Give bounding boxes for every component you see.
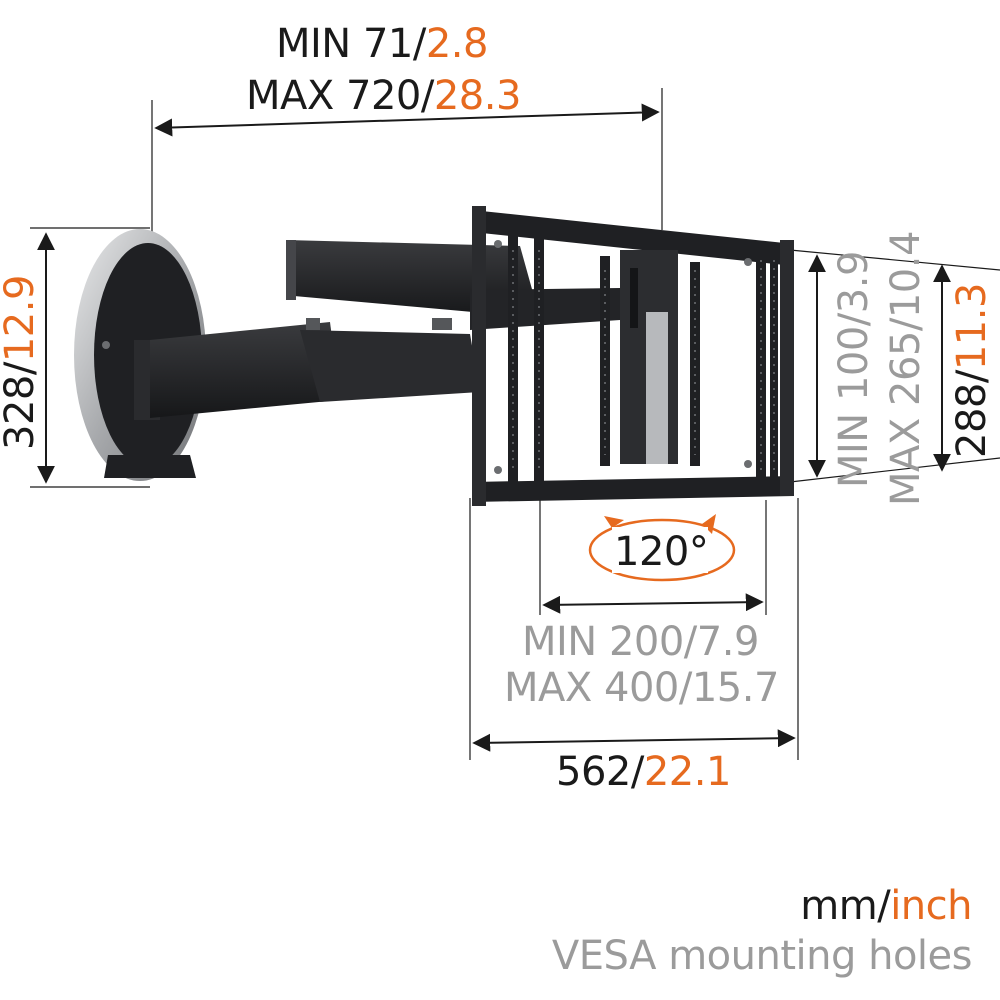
- frame-height-in: 11.3: [949, 283, 995, 371]
- vesa-vertical-min-mm: MIN 100: [831, 326, 877, 488]
- vesa-vertical-max-sep: /: [883, 318, 929, 332]
- reach-max-mm: MAX 720: [246, 73, 421, 119]
- rotation-label: 120°: [614, 529, 709, 575]
- tv-mounting-frame: [472, 206, 794, 506]
- reach-max-label: MAX 720/28.3: [246, 76, 521, 116]
- vesa-vertical-min-sep: /: [831, 313, 877, 327]
- reach-min-mm: MIN 71: [276, 21, 413, 67]
- rotation-indicator: [588, 514, 736, 582]
- vesa-note: VESA mounting holes: [551, 933, 973, 979]
- frame-height-label: 288/11.3: [949, 283, 995, 458]
- reach-min-in: 2.8: [425, 21, 489, 67]
- frame-width-mm: 562: [556, 749, 631, 795]
- units-legend: mm/inch: [800, 886, 972, 926]
- vesa-vertical-max-label: MAX 265/10.4: [883, 231, 929, 506]
- vesa-vertical-max-in: 10.4: [883, 231, 929, 319]
- frame-width-in: 22.1: [643, 749, 732, 795]
- frame-width-sep: /: [630, 749, 644, 795]
- vesa-horizontal-max-mm: MAX 400: [504, 665, 679, 711]
- reach-max-sep: /: [420, 73, 434, 119]
- vesa-horizontal-min-sep: /: [683, 619, 697, 665]
- vesa-horizontal-max-in: 15.7: [691, 665, 780, 711]
- frame-height-sep: /: [949, 370, 995, 384]
- vesa-horizontal-min-in: 7.9: [696, 619, 760, 665]
- unit-mm: mm: [800, 883, 878, 929]
- vesa-vertical-min-in: 3.9: [831, 251, 877, 314]
- reach-min-sep: /: [412, 21, 426, 67]
- dimension-arrows: [37, 103, 951, 752]
- vesa-vertical-max-mm: MAX 265: [883, 331, 929, 506]
- frame-height-mm: 288: [949, 383, 995, 458]
- vesa-horizontal-min-mm: MIN 200: [522, 619, 684, 665]
- articulating-arm: [150, 240, 620, 418]
- vesa-horizontal-max-label: MAX 400/15.7: [504, 668, 779, 708]
- unit-inch: inch: [890, 883, 972, 929]
- vesa-horizontal-line: [542, 593, 764, 614]
- vesa-horizontal-min-label: MIN 200/7.9: [522, 622, 759, 662]
- reach-max-in: 28.3: [433, 73, 522, 119]
- wall-plate-height-sep: /: [0, 362, 43, 376]
- frame-width-line: [472, 729, 796, 752]
- wall-plate-height-mm: 328: [0, 375, 43, 450]
- reach-min-label: MIN 71/2.8: [276, 24, 488, 64]
- vesa-vertical-min-label: MIN 100/3.9: [831, 251, 877, 488]
- frame-width-label: 562/22.1: [556, 752, 731, 792]
- vesa-horizontal-max-sep: /: [678, 665, 692, 711]
- wall-plate-height-in: 12.9: [0, 275, 43, 363]
- unit-sep: /: [877, 883, 891, 929]
- wall-plate-height-label: 328/12.9: [0, 275, 43, 450]
- reach-dimension-line: [154, 103, 660, 137]
